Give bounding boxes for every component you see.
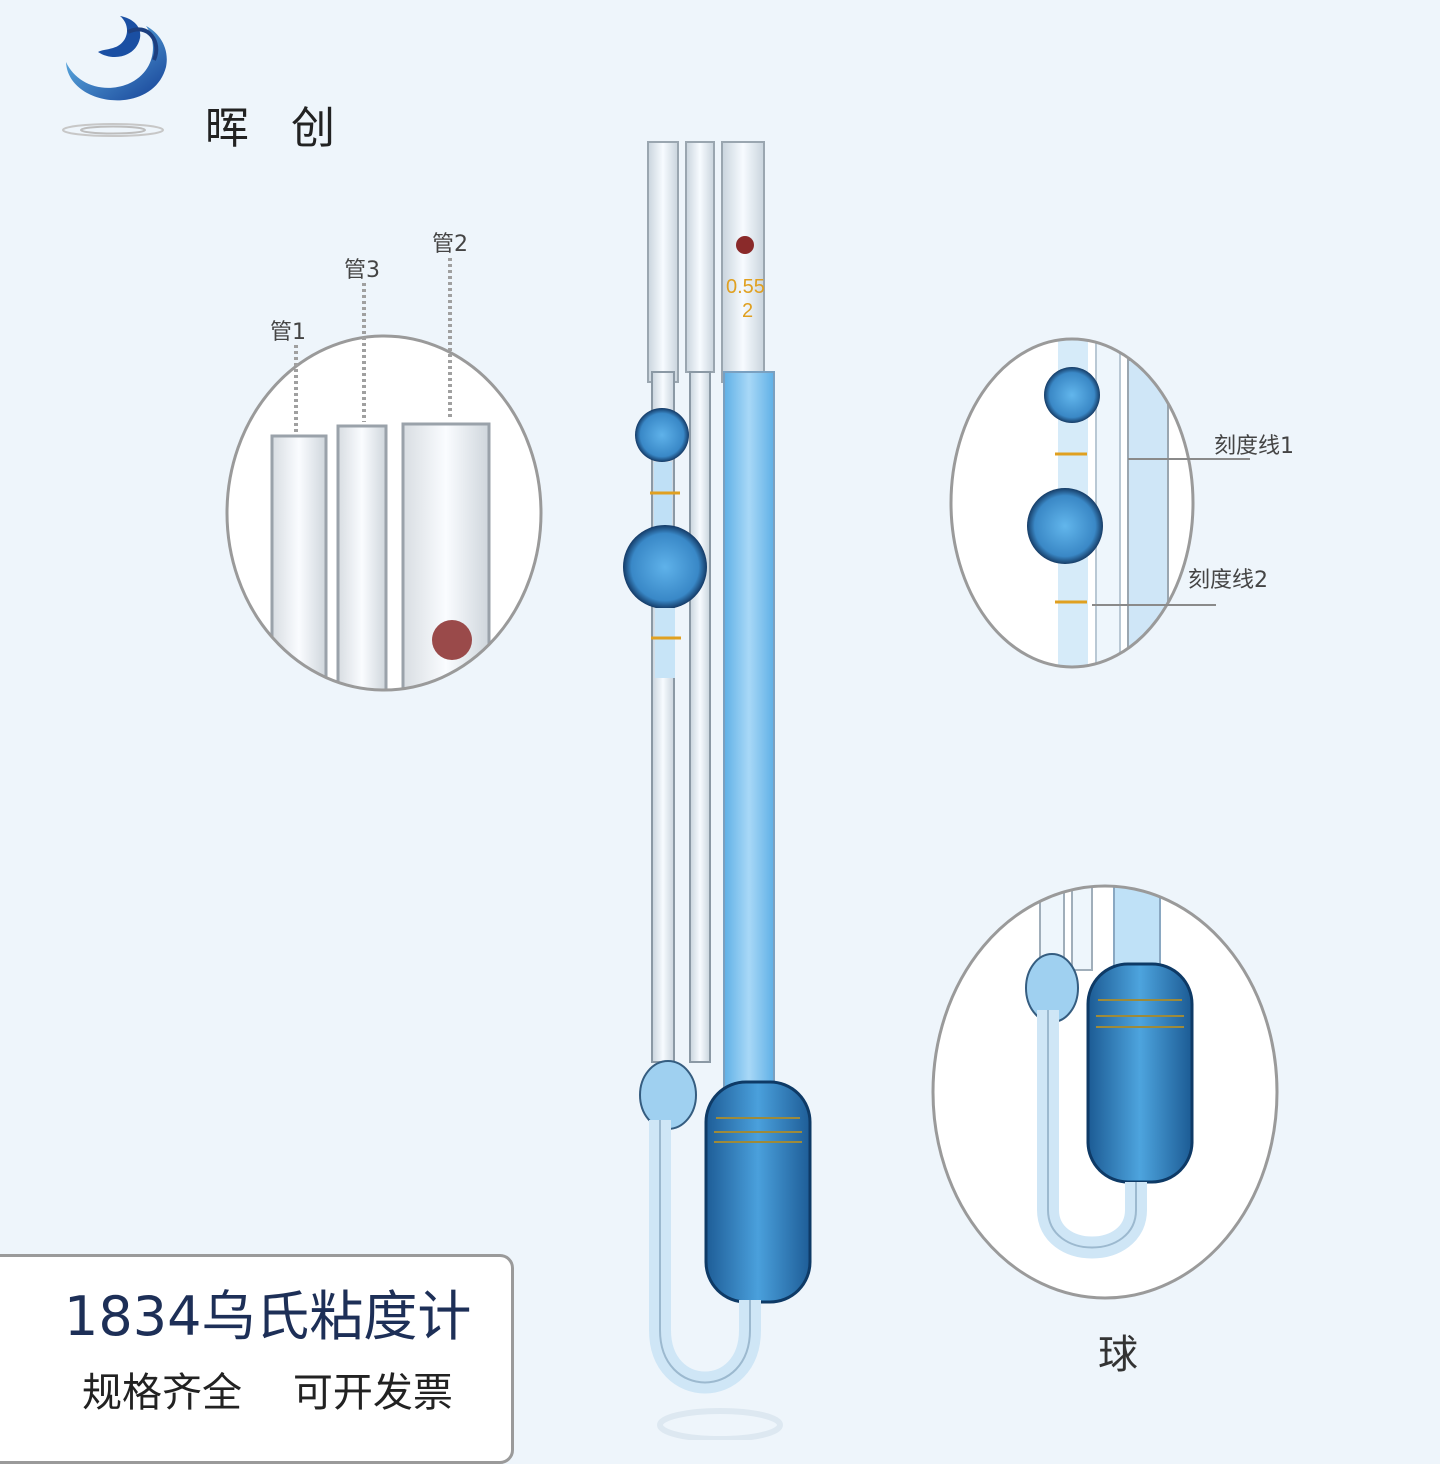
engraving-size: 2: [742, 300, 754, 322]
label-tube-1: 管1: [270, 320, 306, 345]
viscometer-illustration: [623, 141, 812, 1440]
label-scale-line-2: 刻度线2: [1188, 568, 1268, 593]
label-scale-line-1: 刻度线1: [1214, 434, 1294, 459]
scale-marks-callout: [949, 337, 1205, 669]
brand-logo: [58, 12, 178, 142]
tubes-detail-callout: [225, 258, 543, 692]
product-title: 1834乌氏粘度计: [64, 1285, 472, 1348]
label-tube-2: 管2: [432, 232, 468, 257]
brand-name: 晖 创: [205, 103, 349, 154]
label-ball: 球: [1098, 1332, 1138, 1378]
ball-detail-callout: [931, 884, 1279, 1300]
product-title-card: [0, 1254, 514, 1464]
engraving-value: 0.55: [726, 276, 765, 298]
label-tube-3: 管3: [344, 258, 380, 283]
swirl-water-logo-icon: [62, 16, 167, 137]
brand-emblem-icon: [736, 236, 754, 254]
product-subtitle: 规格齐全 可开发票: [82, 1370, 453, 1416]
brand-emblem-icon: [432, 620, 472, 660]
scale-leader-lines: [1190, 458, 1250, 606]
